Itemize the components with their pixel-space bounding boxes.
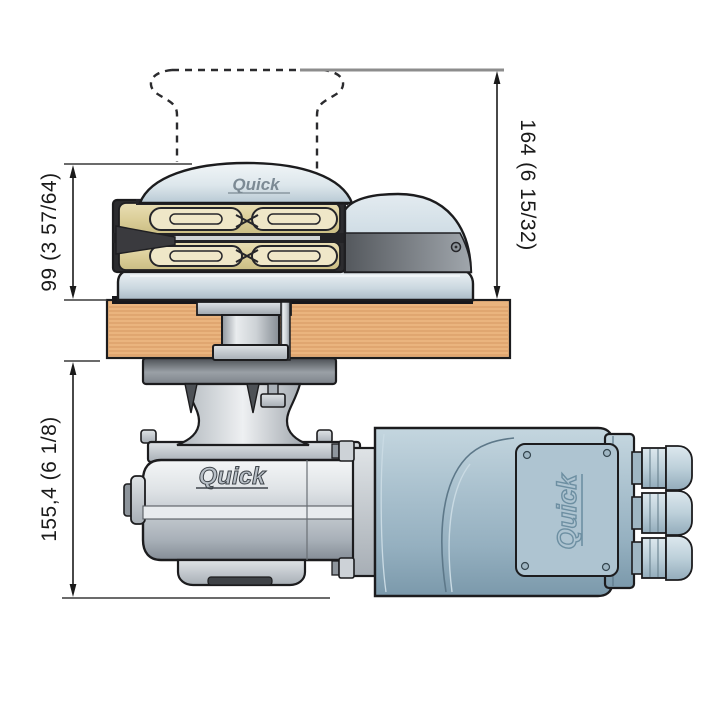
dimension-label-above-deck: 99 (3 57/64)	[38, 172, 61, 291]
cover-screw-dot	[454, 245, 458, 249]
dimension-total-height: 164 (6 15/32)	[493, 71, 539, 299]
cap-logo-text: Quick	[232, 175, 281, 194]
dimension-label-below-deck: 155,4 (6 1/8)	[38, 416, 61, 542]
motor-panel-logo-text: Quick	[552, 473, 582, 550]
panel-screw-icon	[520, 561, 530, 571]
motor-shroud-highlight	[448, 463, 471, 593]
shaft-spacer	[212, 344, 289, 361]
cable-gland-1	[631, 445, 693, 491]
panel-screw-icon	[602, 448, 612, 458]
junction-bolt-top	[331, 440, 355, 462]
dimension-above-deck-height: 99 (3 57/64)	[38, 165, 77, 299]
chain-links	[149, 207, 338, 267]
panel-screw-icon	[601, 562, 611, 572]
deck-wood	[105, 298, 512, 360]
cable-gland-2	[631, 490, 693, 536]
panel-screw-icon	[522, 450, 532, 460]
chain-stripper	[115, 225, 176, 255]
gypsy-center-disc	[140, 236, 320, 240]
sump-inset	[207, 576, 273, 586]
motor-adapter-flange	[351, 446, 377, 578]
dimension-annotations: 164 (6 15/32) 99 (3 57/64) 155,4 (6 1/8)	[38, 68, 539, 599]
flange-stud-right	[246, 383, 260, 414]
dimension-label-total-height: 164 (6 15/32)	[516, 119, 539, 250]
motor-left-highlight	[380, 433, 387, 593]
cable-gland-3	[631, 535, 693, 581]
arrowhead-down-icon	[493, 286, 501, 299]
deck-plank	[105, 296, 512, 360]
gearbox-logo: Quick	[196, 463, 268, 491]
dimension-below-deck-depth: 155,4 (6 1/8)	[38, 362, 77, 597]
drive-shaft	[221, 314, 280, 350]
deck-clamp-plate	[196, 301, 292, 316]
optional-drum-dashed-outline	[149, 68, 345, 170]
gearbox-logo-text: Quick	[199, 463, 267, 490]
motor: Quick	[373, 426, 693, 598]
top-cap	[138, 161, 354, 205]
arrowhead-up-icon	[69, 165, 77, 178]
flange-stud-left	[184, 383, 198, 414]
gearbox-end-cap	[130, 475, 146, 525]
base-plate	[116, 268, 475, 302]
side-cover-band	[344, 232, 472, 273]
mounting-flange	[141, 356, 338, 386]
motor-shroud-curve	[441, 437, 515, 593]
arrowhead-up-icon	[69, 362, 77, 375]
motor-panel-logo: Quick	[551, 472, 583, 550]
motor-terminal-panel	[515, 443, 619, 577]
below-deck-assembly: Quick Quick	[123, 356, 693, 598]
above-deck-windlass: Quick	[111, 161, 475, 302]
cap-logo: Quick	[228, 175, 290, 194]
junction-bolt-bottom	[331, 557, 355, 579]
clamp-nut	[260, 393, 286, 408]
gearbox-rib	[142, 505, 356, 520]
arrowhead-up-icon	[493, 71, 501, 84]
deck-grain-lines	[109, 306, 508, 356]
arrowhead-down-icon	[69, 286, 77, 299]
arrowhead-down-icon	[69, 584, 77, 597]
pedestal-bell	[176, 382, 310, 447]
